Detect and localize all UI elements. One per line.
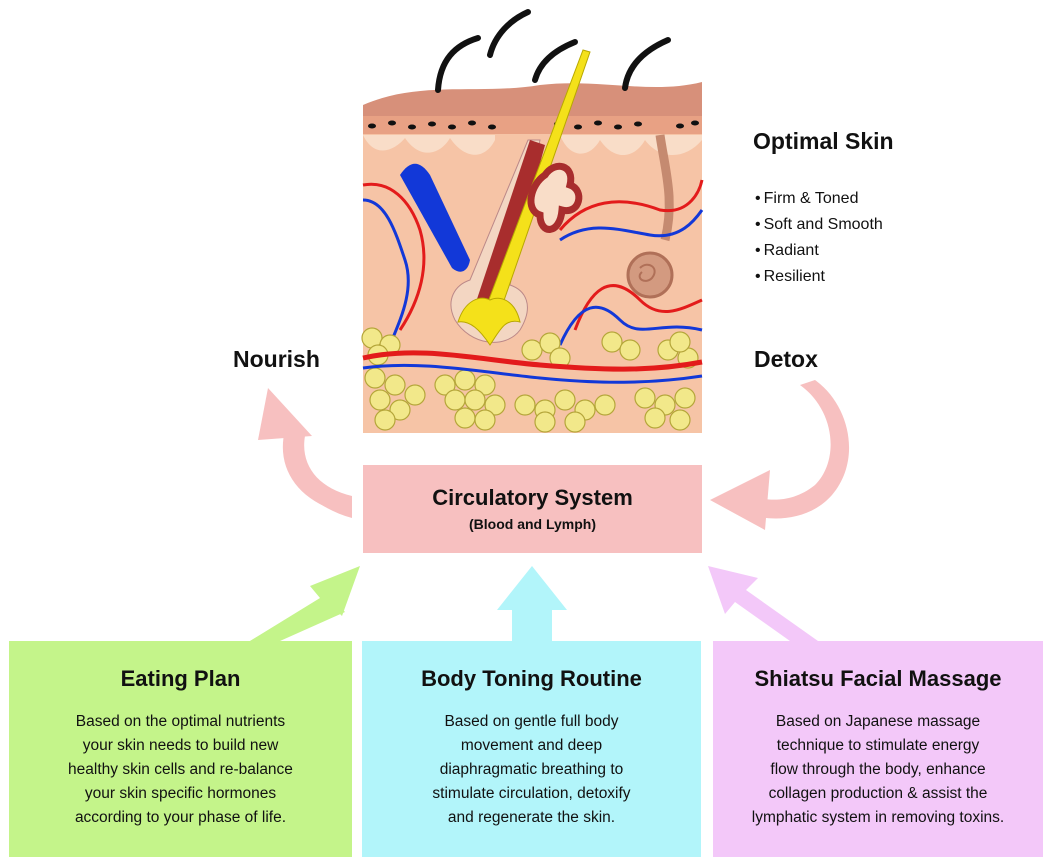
description-line: your skin specific hormones [85, 785, 276, 802]
eating-arrow [250, 566, 360, 641]
description-line: healthy skin cells and re-balance [68, 761, 293, 778]
card-title: Shiatsu Facial Massage [723, 666, 1033, 692]
card-description: Based on the optimal nutrients your skin… [19, 710, 342, 830]
optimal-skin-benefits: Firm & Toned Soft and Smooth Radiant Res… [755, 186, 883, 290]
shiatsu-massage-card: Shiatsu Facial Massage Based on Japanese… [713, 641, 1043, 857]
benefit-item: Soft and Smooth [755, 212, 883, 238]
description-line: Based on the optimal nutrients [76, 713, 285, 730]
description-line: collagen production & assist the [769, 785, 988, 802]
body-arrow [497, 566, 567, 641]
description-line: stimulate circulation, detoxify [432, 785, 630, 802]
eating-plan-card: Eating Plan Based on the optimal nutrien… [9, 641, 352, 857]
card-title: Eating Plan [19, 666, 342, 692]
optimal-skin-title: Optimal Skin [753, 128, 894, 155]
skin-cross-section [362, 12, 702, 433]
circulatory-subtitle: (Blood and Lymph) [363, 516, 702, 532]
card-description: Based on Japanese massage technique to s… [723, 710, 1033, 830]
description-line: lymphatic system in removing toxins. [752, 809, 1004, 826]
detox-label: Detox [754, 346, 818, 373]
description-line: Based on gentle full body [444, 713, 618, 730]
description-line: flow through the body, enhance [770, 761, 985, 778]
benefit-item: Firm & Toned [755, 186, 883, 212]
description-line: diaphragmatic breathing to [440, 761, 624, 778]
description-line: and regenerate the skin. [448, 809, 615, 826]
nourish-arrow [258, 388, 352, 518]
shiatsu-arrow [708, 566, 818, 641]
body-toning-card: Body Toning Routine Based on gentle full… [362, 641, 701, 857]
circulatory-title: Circulatory System [363, 485, 702, 511]
nourish-label: Nourish [233, 346, 320, 373]
description-line: technique to stimulate energy [777, 737, 979, 754]
description-line: your skin needs to build new [83, 737, 279, 754]
description-line: Based on Japanese massage [776, 713, 980, 730]
detox-arrow [710, 380, 849, 530]
description-line: according to your phase of life. [75, 809, 286, 826]
benefit-item: Resilient [755, 264, 883, 290]
card-description: Based on gentle full body movement and d… [372, 710, 691, 830]
card-title: Body Toning Routine [372, 666, 691, 692]
description-line: movement and deep [461, 737, 602, 754]
benefit-item: Radiant [755, 238, 883, 264]
circulatory-system-box: Circulatory System (Blood and Lymph) [363, 465, 702, 553]
